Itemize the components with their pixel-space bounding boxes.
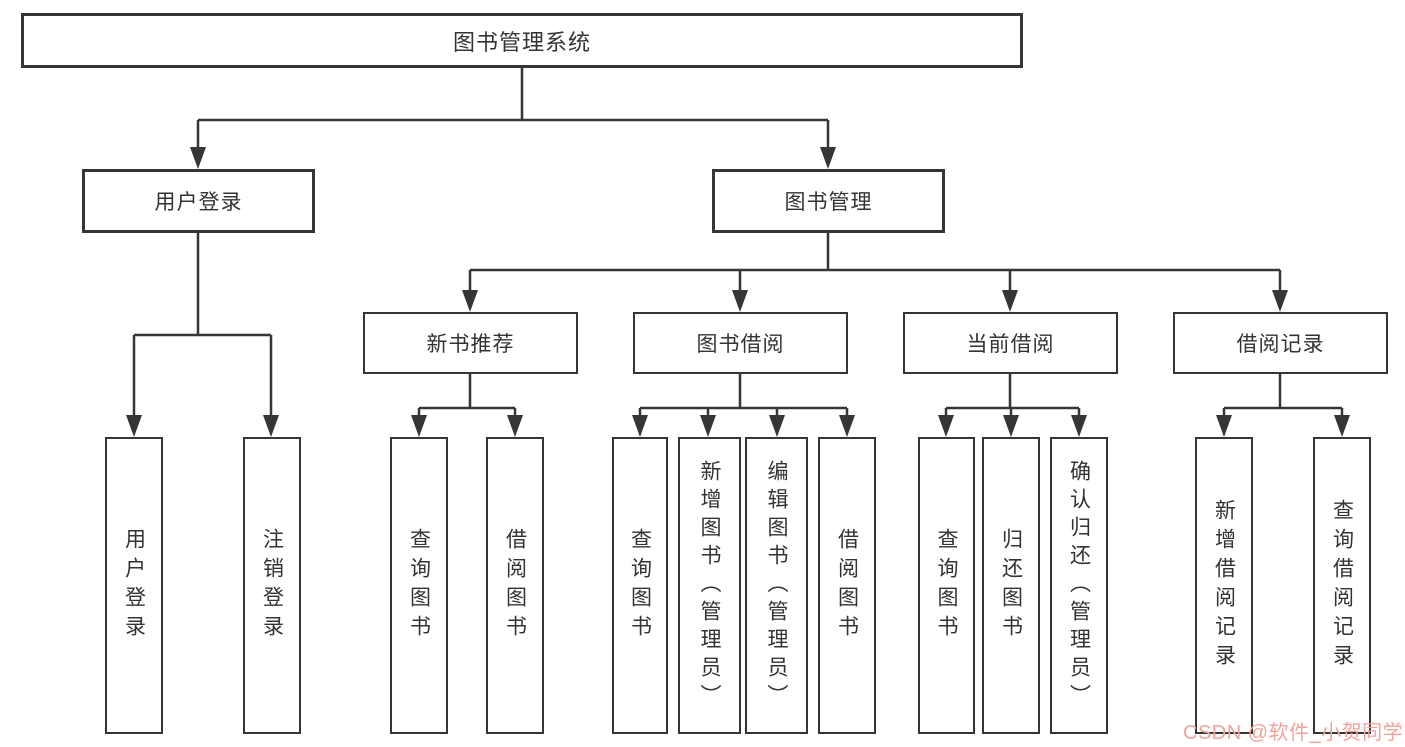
node-label: 确认归还（管理员）: [1067, 459, 1091, 712]
node-label: 查询图书: [935, 527, 958, 644]
node-label: 借阅图书: [835, 527, 859, 644]
node-label: 查询图书: [628, 527, 652, 644]
tree-edges: [132, 68, 1344, 418]
node-label: 借阅图书: [503, 527, 527, 644]
leaf-user-login: 用户登录: [105, 437, 163, 734]
leaf-logout: 注销登录: [243, 437, 301, 734]
node-book-management: 图书管理: [712, 169, 945, 233]
leaf-query-borrow-record: 查询借阅记录: [1313, 437, 1371, 734]
leaf-borrow-books-recommend: 借阅图书: [486, 437, 544, 734]
leaf-add-book-admin: 新增图书（管理员）: [678, 437, 741, 734]
node-label: 图书管理: [784, 191, 873, 214]
node-new-book-recommend: 新书推荐: [363, 312, 578, 374]
node-label: 归还图书: [999, 527, 1023, 644]
leaf-return-book: 归还图书: [982, 437, 1040, 734]
leaf-confirm-return-admin: 确认归还（管理员）: [1050, 437, 1108, 734]
node-borrowing-records: 借阅记录: [1173, 312, 1388, 374]
node-current-borrowing: 当前借阅: [903, 312, 1118, 374]
leaf-edit-book-admin: 编辑图书（管理员）: [745, 437, 808, 734]
node-label: 借阅记录: [1236, 333, 1325, 356]
node-book-borrowing: 图书借阅: [633, 312, 848, 374]
arrowheads: [126, 147, 1350, 437]
node-label: 注销登录: [260, 527, 284, 644]
node-user-login: 用户登录: [82, 169, 315, 233]
node-label: 编辑图书（管理员）: [765, 459, 788, 712]
node-label: 新书推荐: [426, 333, 515, 356]
leaf-query-books-recommend: 查询图书: [390, 437, 448, 734]
csdn-watermark: CSDN @软件_小贺同学: [1183, 722, 1404, 744]
node-label: 用户登录: [154, 191, 243, 214]
node-label: 新增借阅记录: [1212, 498, 1236, 673]
node-library-system: 图书管理系统: [21, 13, 1023, 68]
leaf-add-borrow-record: 新增借阅记录: [1195, 437, 1253, 734]
node-label: 用户登录: [122, 527, 146, 644]
leaf-query-books-current: 查询图书: [918, 437, 975, 734]
leaf-query-books-borrowing: 查询图书: [612, 437, 668, 734]
node-label: 查询借阅记录: [1330, 498, 1354, 673]
node-label: 查询图书: [407, 527, 431, 644]
node-label: 图书管理系统: [452, 29, 591, 55]
node-label: 当前借阅: [966, 333, 1055, 356]
node-label: 新增图书（管理员）: [698, 459, 721, 712]
leaf-borrow-books-borrowing: 借阅图书: [818, 437, 876, 734]
node-label: 图书借阅: [696, 333, 785, 356]
